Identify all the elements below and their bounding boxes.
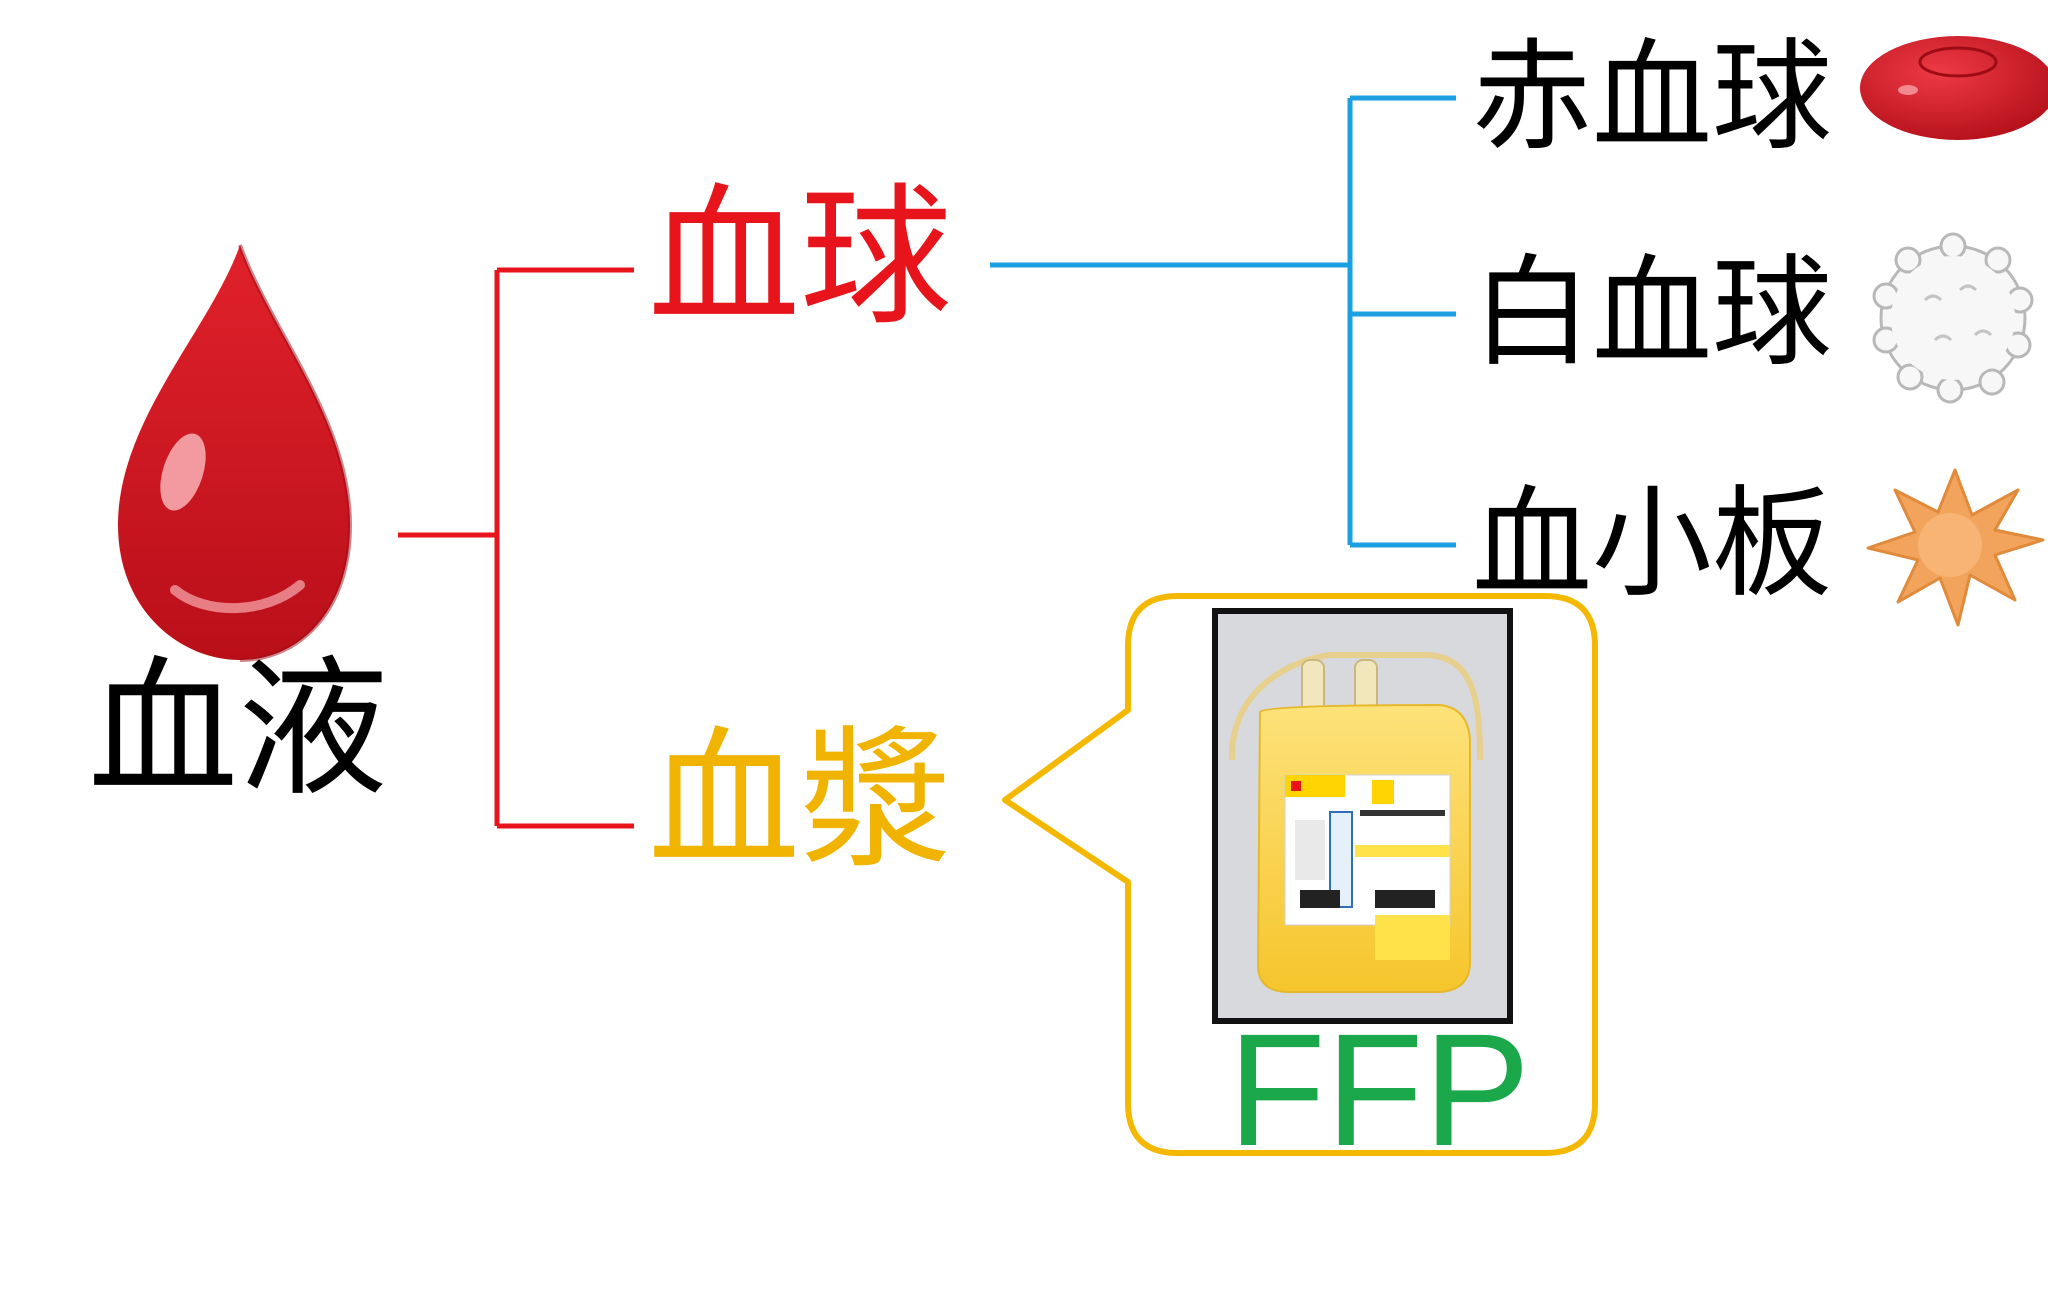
leaf-label-platelets: 血小板 bbox=[1472, 475, 1832, 614]
red-blood-cell-icon bbox=[1860, 36, 2048, 140]
branch-label-plasma: 血漿 bbox=[648, 712, 952, 889]
platelet-icon bbox=[1866, 468, 2045, 627]
leaf-label-white-blood-cells: 白血球 bbox=[1472, 244, 1832, 383]
white-blood-cell-icon bbox=[1872, 232, 2034, 404]
tree-lines-red bbox=[398, 267, 634, 829]
leaf-label-red-blood-cells: 赤血球 bbox=[1472, 28, 1832, 167]
root-label-blood: 血液 bbox=[88, 643, 389, 817]
callout-label-ffp: FFP bbox=[1228, 1000, 1531, 1179]
branch-label-blood-cells: 血球 bbox=[648, 169, 952, 346]
tree-lines-blue bbox=[990, 95, 1456, 548]
blood-drop-icon bbox=[118, 244, 353, 662]
plasma-bag-photo bbox=[1212, 608, 1513, 1024]
